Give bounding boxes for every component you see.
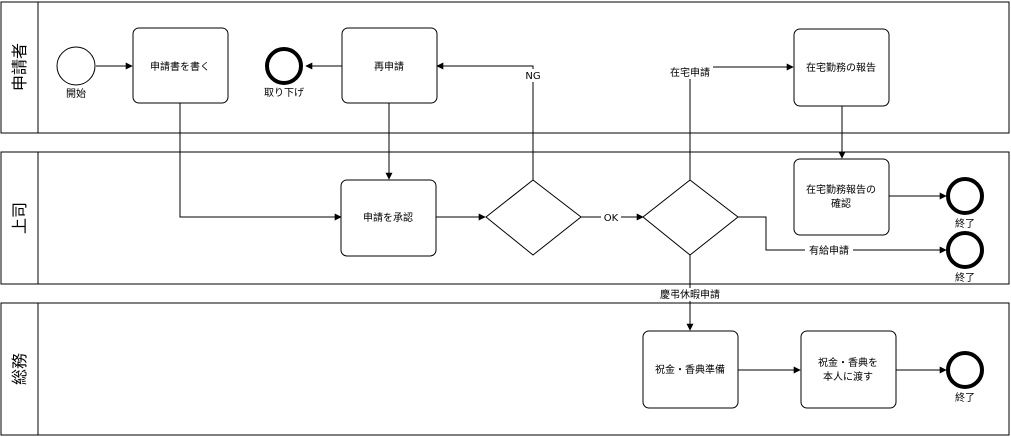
edges <box>96 62 947 374</box>
task-prepare-gift-money-label: 祝金・香典準備 <box>655 363 725 376</box>
report-end-event-label: 終了 <box>955 217 975 230</box>
task-confirm-report-line1: 在宅勤務報告の <box>806 183 876 196</box>
task-reapply: 再申請 <box>341 27 438 104</box>
lane-general-affairs-title: 総務 <box>10 353 29 385</box>
task-hand-over: 祝金・香典を 本人に渡す <box>800 330 897 409</box>
task-home-work-report-label: 在宅勤務の報告 <box>806 61 876 74</box>
edge-label-home-work: 在宅申請 <box>670 66 710 79</box>
handover-end-event-label: 終了 <box>955 391 975 404</box>
task-hand-over-line2: 本人に渡す <box>823 370 873 383</box>
edge-label-ok: OK <box>604 213 619 224</box>
task-confirm-report: 在宅勤務報告の 確認 <box>793 158 890 236</box>
edge-write-to-approve <box>179 103 342 221</box>
paid-leave-end-event: 終了 <box>946 231 984 284</box>
paid-leave-end-event-label: 終了 <box>955 271 975 284</box>
gateway-approval-result <box>485 179 582 256</box>
task-approve-application-label: 申請を承認 <box>363 211 413 224</box>
lane-supervisor-title: 上司 <box>10 202 29 234</box>
start-event-label: 開始 <box>66 87 86 100</box>
start-event: 開始 <box>56 46 96 100</box>
task-confirm-report-line2: 確認 <box>831 197 851 210</box>
lane-applicant-title: 申請者 <box>10 43 29 91</box>
task-hand-over-line1: 祝金・香典を <box>818 356 878 369</box>
task-write-application-label: 申請書を書く <box>150 60 210 73</box>
task-prepare-gift-money: 祝金・香典準備 <box>642 330 739 409</box>
edge-gateway2-paid-leave <box>738 216 947 254</box>
handover-end-event: 終了 <box>946 351 984 404</box>
withdraw-end-event: 取り下げ <box>264 47 304 99</box>
task-reapply-label: 再申請 <box>374 60 404 73</box>
edge-label-paid-leave: 有給申請 <box>809 244 849 257</box>
task-approve-application: 申請を承認 <box>340 179 437 257</box>
edge-label-ng: NG <box>525 71 540 82</box>
edge-labels: NG OK 在宅申請 有給申請 慶弔休暇申請 <box>524 66 853 301</box>
gateway-application-type <box>642 179 739 256</box>
task-home-work-report: 在宅勤務の報告 <box>793 28 890 107</box>
edge-gateway1-ng <box>436 62 534 180</box>
withdraw-end-event-label: 取り下げ <box>264 87 304 99</box>
report-end-event: 終了 <box>946 177 984 230</box>
edge-label-condolence: 慶弔休暇申請 <box>660 288 720 301</box>
task-write-application: 申請書を書く <box>132 27 229 104</box>
